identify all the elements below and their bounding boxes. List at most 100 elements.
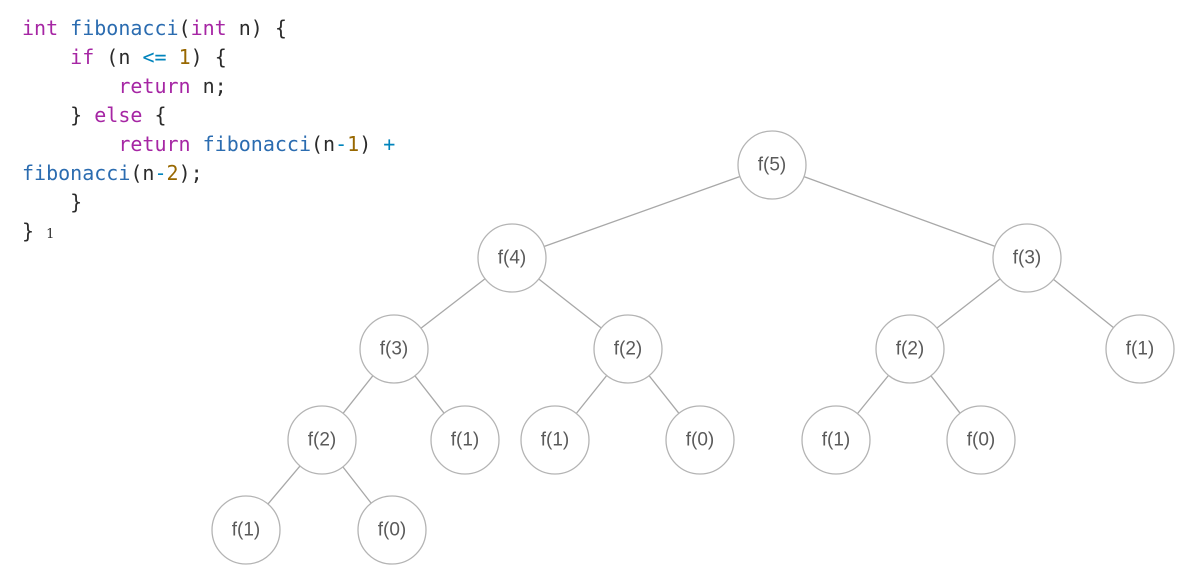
code-token: } — [22, 190, 83, 214]
code-token: { — [142, 103, 167, 127]
node-circle — [357, 495, 427, 565]
code-token: <= — [142, 45, 167, 69]
tree-node: f(1) — [520, 405, 590, 475]
code-token: fibonacci — [202, 132, 311, 156]
code-token: } — [22, 219, 47, 243]
code-line: } else { — [22, 101, 395, 130]
code-line: } 1 — [22, 217, 395, 246]
code-token: int — [190, 16, 227, 40]
code-token: if — [70, 45, 95, 69]
code-token: 1 — [347, 132, 360, 156]
code-line: if (n <= 1) { — [22, 43, 395, 72]
tree-node: f(0) — [357, 495, 427, 565]
node-label: f(1) — [822, 430, 851, 451]
code-token: n) { — [226, 16, 287, 40]
code-token: return — [118, 74, 191, 98]
tree-node: f(2) — [875, 314, 945, 384]
tree-edge — [575, 375, 608, 414]
tree-node: f(2) — [287, 405, 357, 475]
tree-node: f(0) — [946, 405, 1016, 475]
tree-edge — [342, 375, 374, 414]
node-label: f(0) — [967, 430, 996, 451]
tree-node: f(3) — [992, 223, 1062, 293]
node-label: f(3) — [1013, 248, 1042, 269]
node-circle — [1105, 314, 1175, 384]
code-token: n; — [190, 74, 227, 98]
tree-edge — [648, 375, 680, 414]
code-token: ( — [178, 16, 191, 40]
code-token: + — [383, 132, 396, 156]
node-circle — [520, 405, 590, 475]
node-circle — [946, 405, 1016, 475]
tree-edge — [420, 278, 486, 329]
code-line: int fibonacci(int n) { — [22, 14, 395, 43]
code-token: fibonacci — [70, 16, 179, 40]
node-circle — [665, 405, 735, 475]
code-token: - — [335, 132, 348, 156]
tree-edge — [414, 375, 445, 414]
node-circle — [211, 495, 281, 565]
node-circle — [992, 223, 1062, 293]
code-token: 2 — [166, 161, 179, 185]
tree-node: f(3) — [359, 314, 429, 384]
tree-node: f(4) — [477, 223, 547, 293]
tree-edge — [543, 175, 741, 248]
node-label: f(2) — [896, 339, 925, 360]
node-label: f(2) — [614, 339, 643, 360]
tree-node: f(0) — [665, 405, 735, 475]
node-label: f(0) — [686, 430, 715, 451]
code-line: } — [22, 188, 395, 217]
node-circle — [359, 314, 429, 384]
code-token: else — [94, 103, 143, 127]
node-circle — [875, 314, 945, 384]
tree-edges — [267, 175, 1114, 505]
tree-edge — [538, 278, 602, 329]
tree-edge — [803, 176, 996, 247]
code-token: ) { — [190, 45, 227, 69]
node-circle — [737, 130, 807, 200]
code-token: 1 — [46, 227, 55, 242]
tree-edge — [936, 278, 1001, 329]
code-line: return n; — [22, 72, 395, 101]
tree-edge — [930, 375, 961, 414]
tree-edge — [267, 465, 301, 505]
node-label: f(5) — [758, 155, 787, 176]
tree-node: f(1) — [1105, 314, 1175, 384]
tree-node: f(1) — [211, 495, 281, 565]
node-label: f(4) — [498, 248, 527, 269]
node-label: f(2) — [308, 430, 337, 451]
code-token: 1 — [178, 45, 191, 69]
node-label: f(1) — [541, 430, 570, 451]
code-snippet: int fibonacci(int n) { if (n <= 1) { ret… — [22, 14, 395, 246]
code-line: fibonacci(n-2); — [22, 159, 395, 188]
code-token: ) — [359, 132, 372, 156]
code-token: - — [154, 161, 167, 185]
tree-nodes: f(1) f(0) f(2) f(1) f(3) f(1) f(0) f(2) f(4) f(1)… — [211, 130, 1175, 565]
tree-node: f(1) — [430, 405, 500, 475]
node-circle — [801, 405, 871, 475]
code-token: (n — [94, 45, 143, 69]
node-label: f(3) — [380, 339, 409, 360]
tree-edge — [342, 466, 372, 504]
node-circle — [593, 314, 663, 384]
code-token: (n — [311, 132, 336, 156]
code-token: (n — [130, 161, 155, 185]
node-label: f(0) — [378, 520, 407, 541]
tree-node: f(2) — [593, 314, 663, 384]
node-label: f(1) — [451, 430, 480, 451]
code-token: fibonacci — [22, 161, 131, 185]
code-token: int — [22, 16, 59, 40]
tree-edge — [856, 374, 890, 415]
node-label: f(1) — [1126, 339, 1155, 360]
tree-node: f(5) — [737, 130, 807, 200]
node-circle — [287, 405, 357, 475]
tree-edge — [1053, 278, 1114, 329]
code-token: } — [22, 103, 95, 127]
code-line: return fibonacci(n-1) + — [22, 130, 395, 159]
tree-node: f(1) — [801, 405, 871, 475]
node-label: f(1) — [232, 520, 261, 541]
code-token: ); — [178, 161, 203, 185]
node-circle — [430, 405, 500, 475]
code-token: return — [118, 132, 191, 156]
